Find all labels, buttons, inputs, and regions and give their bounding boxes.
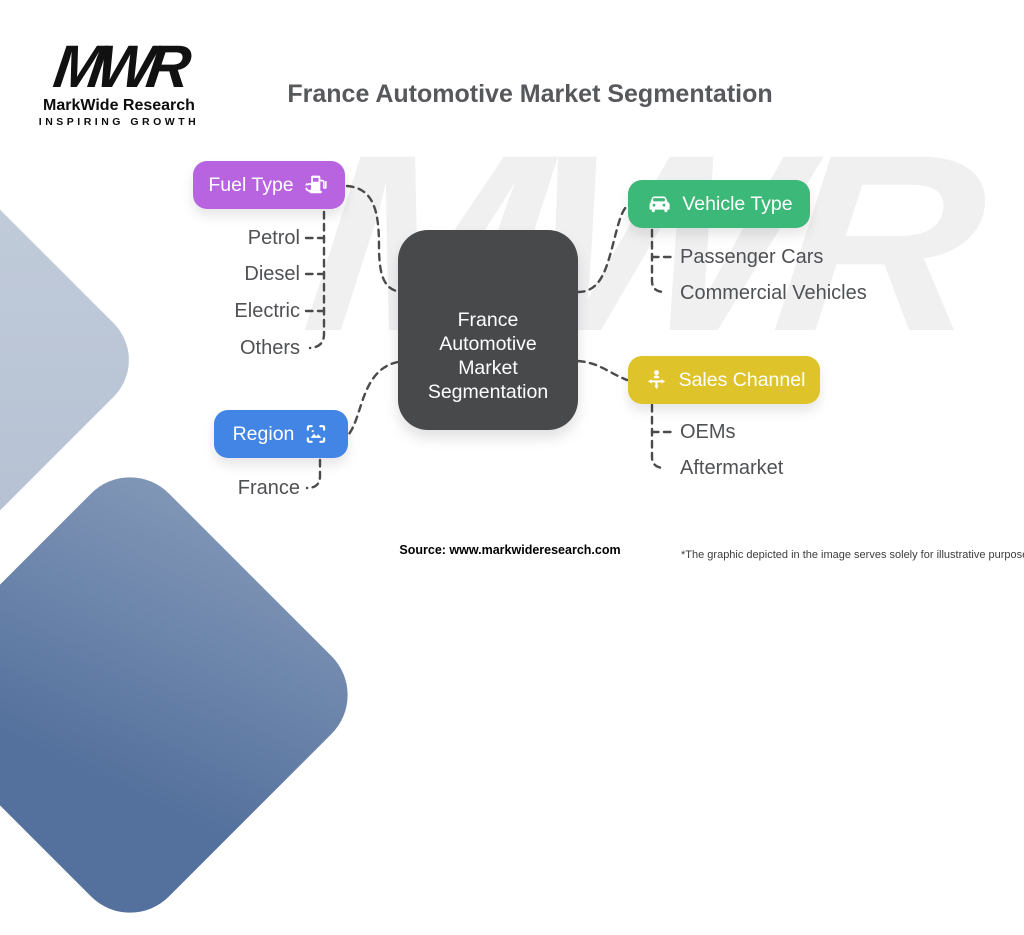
connector-lines [304, 184, 673, 490]
logo-name: MarkWide Research [43, 97, 195, 114]
disclaimer-text: *The graphic depicted in the image serve… [681, 549, 1024, 561]
source-text: Source: www.markwideresearch.com [399, 543, 621, 557]
leaf-petrol: Petrol [247, 227, 300, 249]
branch-node-vehicle-type: Vehicle Type [628, 180, 810, 228]
leaf-france: France [237, 477, 300, 499]
fuel-type-label: Fuel Type [208, 173, 294, 196]
leaf-electric: Electric [234, 300, 300, 322]
leaf-aftermarket: Aftermarket [680, 457, 784, 479]
branch-node-fuel-type: Fuel Type [193, 161, 345, 209]
central-node-line: Automotive [439, 333, 537, 355]
fuel-pump-icon [303, 172, 330, 199]
vehicle-type-label: Vehicle Type [682, 192, 793, 215]
leaf-passenger-cars: Passenger Cars [680, 246, 824, 268]
branch-node-sales-channel: Sales Channel [628, 356, 820, 404]
logo-tagline: INSPIRING GROWTH [38, 116, 200, 128]
markwide-logo: MWR MarkWide Research INSPIRING GROWTH [34, 33, 204, 128]
logo-monogram: MWR [49, 33, 189, 100]
leaf-diesel: Diesel [244, 263, 300, 285]
page-title: France Automotive Market Segmentation [287, 80, 773, 108]
leaf-commercial-vehicles: Commercial Vehicles [680, 282, 867, 304]
infographic-canvas: MWR MWR MarkWide Research INSPIRING GROW… [0, 33, 1024, 935]
central-node: France Automotive Market Segmentation [398, 230, 578, 430]
leaf-others: Others [239, 337, 300, 359]
branch-node-region: Region [214, 410, 348, 458]
central-node-line: France [457, 309, 519, 331]
sales-channel-label: Sales Channel [678, 368, 806, 391]
image-viewfinder-icon [303, 421, 329, 447]
car-icon [645, 190, 673, 218]
region-label: Region [232, 422, 295, 445]
distribution-person-icon [643, 367, 670, 394]
central-node-line: Segmentation [427, 381, 549, 403]
leaf-oems: OEMs [680, 421, 736, 443]
central-node-line: Market [458, 357, 518, 379]
